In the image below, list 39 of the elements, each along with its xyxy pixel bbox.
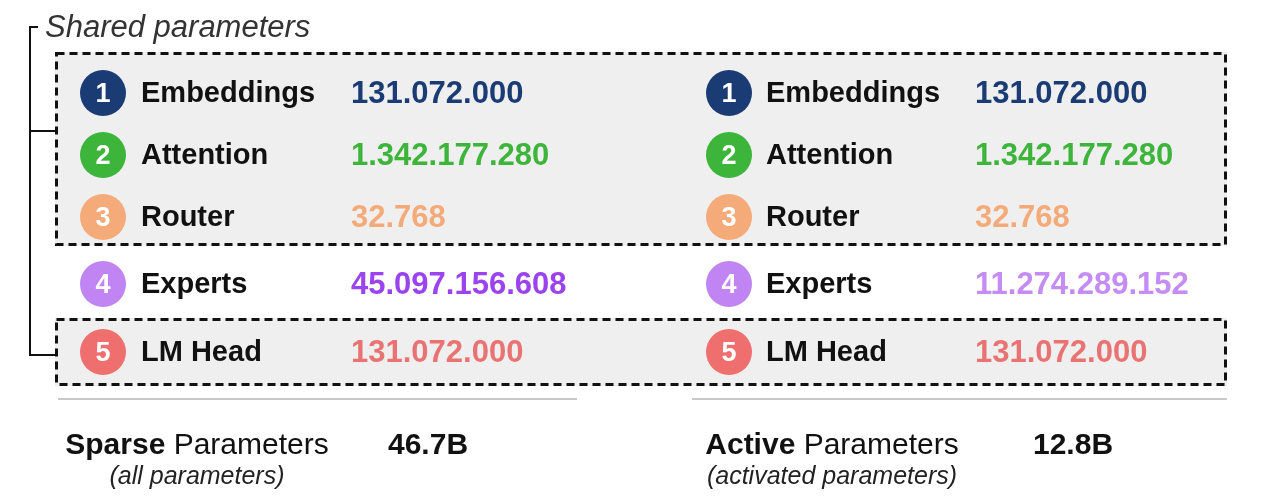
layer-name: Attention bbox=[766, 138, 894, 172]
total-value: 12.8B bbox=[1033, 426, 1114, 462]
layer-name: Experts bbox=[141, 267, 248, 301]
total-heading: Sparse Parameters bbox=[65, 426, 329, 462]
total-value: 46.7B bbox=[388, 426, 469, 462]
number-circle: 2 bbox=[80, 132, 126, 178]
number-circle: 4 bbox=[706, 261, 752, 307]
parameter-count: 1.342.177.280 bbox=[975, 137, 1174, 173]
layer-name: Router bbox=[766, 200, 860, 234]
layer-name: Attention bbox=[141, 138, 269, 172]
number-circle: 2 bbox=[706, 132, 752, 178]
bracket-label: Shared parameters bbox=[45, 9, 311, 45]
layer-name: LM Head bbox=[766, 335, 887, 369]
number-circle: 3 bbox=[80, 194, 126, 240]
parameter-count: 32.768 bbox=[975, 199, 1070, 235]
parameter-count: 11.274.289.152 bbox=[975, 266, 1189, 302]
layer-name: Experts bbox=[766, 267, 873, 301]
layer-name: Embeddings bbox=[141, 76, 315, 110]
parameter-count: 45.097.156.608 bbox=[351, 266, 567, 302]
parameter-count: 1.342.177.280 bbox=[351, 137, 550, 173]
number-circle: 1 bbox=[80, 70, 126, 116]
number-circle: 4 bbox=[80, 261, 126, 307]
number-circle: 3 bbox=[706, 194, 752, 240]
layer-name: Router bbox=[141, 200, 235, 234]
parameter-count: 131.072.000 bbox=[351, 75, 524, 111]
parameter-count: 131.072.000 bbox=[351, 334, 524, 370]
total-heading: Active Parameters bbox=[705, 426, 959, 462]
parameter-count: 32.768 bbox=[351, 199, 446, 235]
parameter-count: 131.072.000 bbox=[975, 334, 1148, 370]
note-text: (activated parameters) bbox=[706, 460, 958, 490]
number-circle: 5 bbox=[706, 329, 752, 375]
dashed-group-box bbox=[55, 52, 1227, 246]
layer-name: Embeddings bbox=[766, 76, 940, 110]
note-text: (all parameters) bbox=[109, 460, 285, 490]
parameter-count: 131.072.000 bbox=[975, 75, 1148, 111]
dashed-group-box bbox=[55, 318, 1227, 386]
layer-name: LM Head bbox=[141, 335, 262, 369]
number-circle: 5 bbox=[80, 329, 126, 375]
number-circle: 1 bbox=[706, 70, 752, 116]
